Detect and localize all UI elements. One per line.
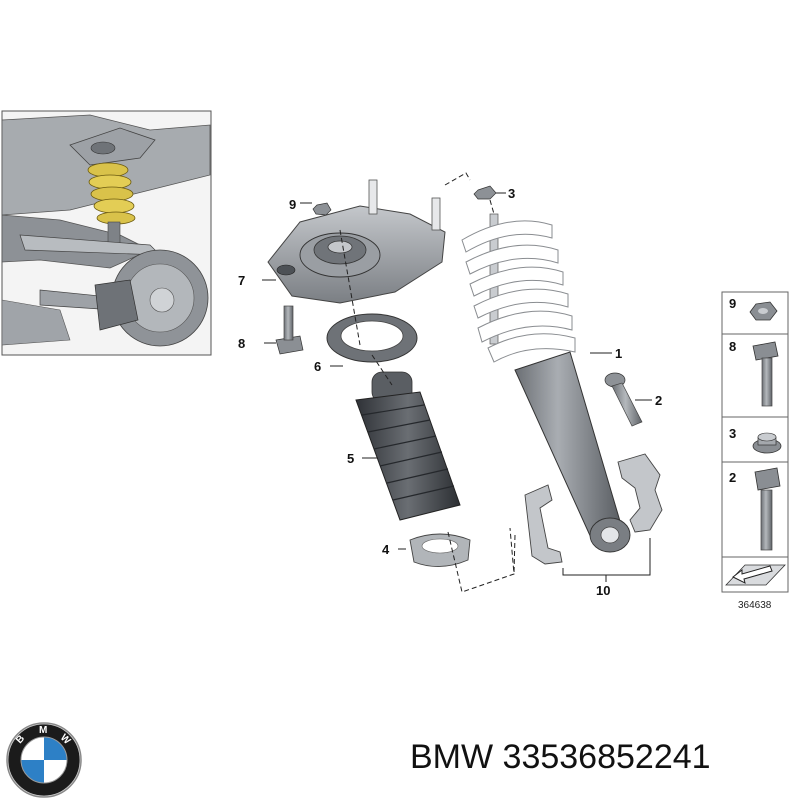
assembly-inset [1,110,212,356]
callout-10: 10 [596,583,610,598]
strut-mount [267,179,446,304]
coil-spring [461,220,576,363]
side-panel-row-3: 3 [729,426,736,441]
callout-5: 5 [347,451,354,466]
bolt-2 [604,372,643,427]
part-caption: BMW 33536852241 [410,738,711,777]
brand-name: BMW [410,738,494,776]
leader-lines [262,192,652,582]
callout-9: 9 [289,197,296,212]
part-number: 33536852241 [502,738,711,776]
side-panel-row-9: 9 [729,296,736,311]
bolt-8-thumbnail [752,341,779,407]
shock-absorber-1 [489,213,631,553]
side-panel-row-2: 2 [729,470,736,485]
bolt-2-thumbnail [754,467,781,551]
spring-pad-4 [409,533,471,567]
callout-labels: 1 2 3 4 5 6 7 8 9 10 [238,186,662,598]
nut-3-thumbnail [752,432,782,454]
callout-7: 7 [238,273,245,288]
protective-boot-5 [355,371,461,521]
side-panel-row-8: 8 [729,339,736,354]
parts-side-panel: 9 8 3 2 [721,291,789,593]
callout-1: 1 [615,346,622,361]
direction-arrow-icon [725,564,786,586]
nut-3 [473,185,497,200]
diagram-code: 364638 [738,600,772,611]
nut-9-thumbnail [749,301,778,321]
callout-4: 4 [382,542,390,557]
seal-ring-6 [326,313,418,363]
callout-2: 2 [655,393,662,408]
bracket-set-10 [524,453,663,565]
bmw-logo: B M W [6,722,82,798]
assembly-guide-lines [339,172,516,593]
bolt-8 [275,305,304,355]
callout-8: 8 [238,336,245,351]
callout-3: 3 [508,186,515,201]
bmw-logo-letter-m: M [39,725,47,736]
callout-6: 6 [314,359,321,374]
